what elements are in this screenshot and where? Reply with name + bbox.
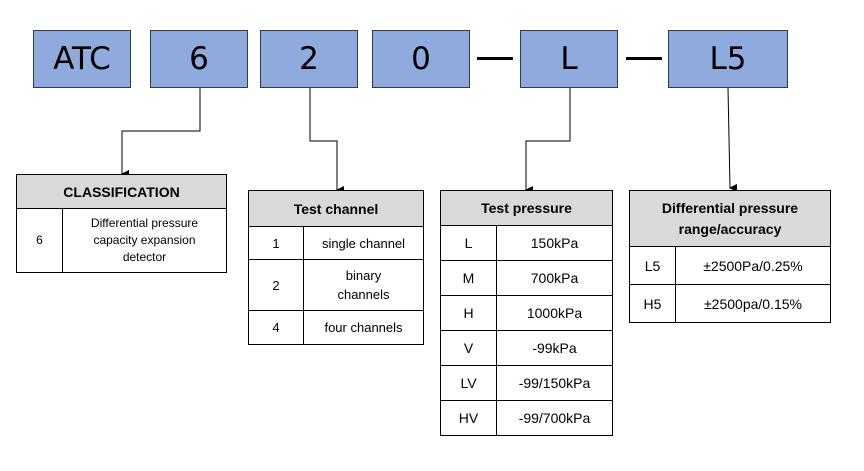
- pressure-key: HV: [440, 400, 497, 436]
- test-pressure-header: Test pressure: [440, 190, 613, 226]
- separator-dash: [626, 57, 662, 60]
- table-row: L5 ±2500Pa/0.25%: [629, 246, 831, 285]
- diff-pressure-header: Differential pressure range/accuracy: [629, 190, 831, 247]
- diff-value: ±2500pa/0.15%: [675, 284, 831, 323]
- separator-dash: [477, 57, 513, 60]
- table-row: H 1000kPa: [440, 295, 613, 331]
- classification-key: 6: [16, 208, 63, 273]
- pressure-key: V: [440, 330, 497, 366]
- channel-value: four channels: [303, 310, 424, 345]
- test-channel-header: Test channel: [248, 190, 424, 227]
- classification-header: CLASSIFICATION: [16, 174, 227, 209]
- code-box-channel: 2: [260, 30, 358, 88]
- channel-value: single channel: [303, 226, 424, 260]
- table-row: L 150kPa: [440, 225, 613, 261]
- pressure-key: L: [440, 225, 497, 261]
- table-row: H5 ±2500pa/0.15%: [629, 284, 831, 323]
- table-row: V -99kPa: [440, 330, 613, 366]
- diff-key: H5: [629, 284, 676, 323]
- pressure-key: M: [440, 260, 497, 296]
- connector-classification: [121, 88, 201, 178]
- table-row: 4 four channels: [248, 310, 424, 345]
- connector-channel: [309, 88, 344, 194]
- test-pressure-table: Test pressure L 150kPa M 700kPa H 1000kP…: [440, 190, 613, 436]
- table-row: HV -99/700kPa: [440, 400, 613, 436]
- code-box-series: ATC: [33, 30, 131, 88]
- table-row: LV -99/150kPa: [440, 365, 613, 401]
- table-row: 6 Differential pressure capacity expansi…: [16, 208, 227, 273]
- diff-pressure-table: Differential pressure range/accuracy L5 …: [629, 190, 831, 323]
- code-box-classification: 6: [150, 30, 248, 88]
- pressure-key: LV: [440, 365, 497, 401]
- table-row: 2 binary channels: [248, 259, 424, 311]
- pressure-value: 1000kPa: [496, 295, 613, 331]
- test-channel-table: Test channel 1 single channel 2 binary c…: [248, 190, 424, 345]
- connector-pressure: [525, 88, 571, 194]
- code-box-reserved: 0: [372, 30, 470, 88]
- channel-key: 2: [248, 259, 304, 311]
- channel-key: 4: [248, 310, 304, 345]
- connector-diff-range: [727, 87, 738, 192]
- table-row: 1 single channel: [248, 226, 424, 260]
- pressure-key: H: [440, 295, 497, 331]
- channel-key: 1: [248, 226, 304, 260]
- code-box-pressure: L: [520, 30, 618, 88]
- pressure-value: -99kPa: [496, 330, 613, 366]
- pressure-value: -99/150kPa: [496, 365, 613, 401]
- channel-value: binary channels: [303, 259, 424, 311]
- classification-value: Differential pressure capacity expansion…: [62, 208, 227, 273]
- table-row: M 700kPa: [440, 260, 613, 296]
- classification-table: CLASSIFICATION 6 Differential pressure c…: [16, 174, 227, 273]
- diff-key: L5: [629, 246, 676, 285]
- pressure-value: -99/700kPa: [496, 400, 613, 436]
- pressure-value: 150kPa: [496, 225, 613, 261]
- diff-value: ±2500Pa/0.25%: [675, 246, 831, 285]
- code-box-diff-range: L5: [668, 30, 788, 88]
- pressure-value: 700kPa: [496, 260, 613, 296]
